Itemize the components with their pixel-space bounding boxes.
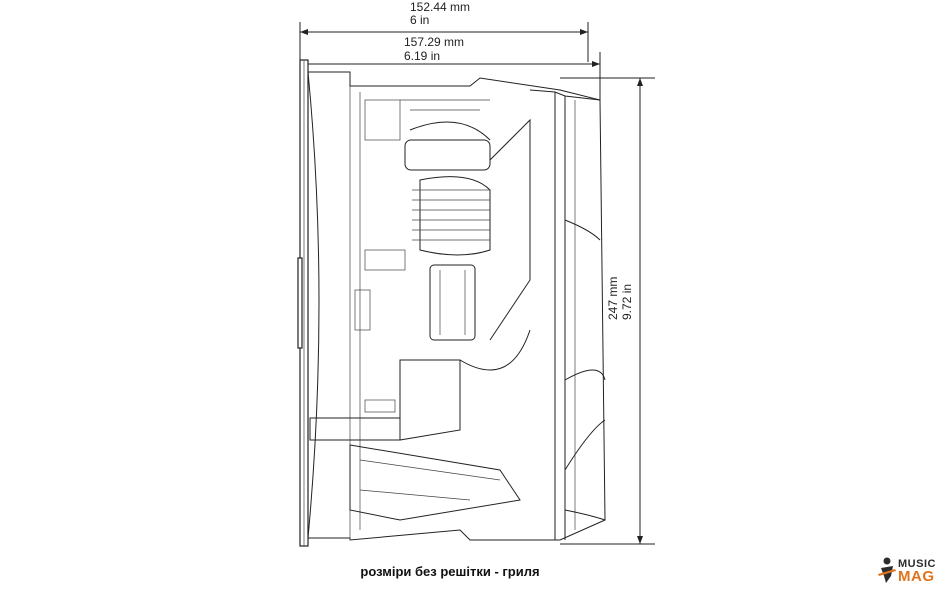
dimension-width-outer: 152.44 mm 6 in <box>299 0 589 62</box>
height-in-label: 9.72 in <box>620 284 634 320</box>
watermark-logo: MUSIC MAG <box>876 556 940 586</box>
driver-motor <box>404 121 491 341</box>
width-outer-mm-label: 152.44 mm <box>410 0 470 14</box>
width-inner-mm-label: 157.29 mm <box>404 35 464 49</box>
speaker-cone <box>309 118 531 521</box>
dimension-height: 247 mm 9.72 in <box>560 77 655 545</box>
guitarist-icon <box>878 557 896 583</box>
height-mm-label: 247 mm <box>606 277 620 320</box>
caption-text: розміри без решітки - гриля <box>360 564 540 579</box>
width-outer-in-label: 6 in <box>410 13 429 27</box>
inner-brackets <box>354 99 490 413</box>
watermark-text-mag: MAG <box>898 568 935 585</box>
speaker-housing <box>307 71 606 541</box>
width-inner-in-label: 6.19 in <box>404 49 440 63</box>
mounting-plate <box>297 59 309 547</box>
dimension-width-inner: 157.29 mm 6.19 in <box>300 35 601 100</box>
watermark-text-music: MUSIC <box>898 558 936 570</box>
